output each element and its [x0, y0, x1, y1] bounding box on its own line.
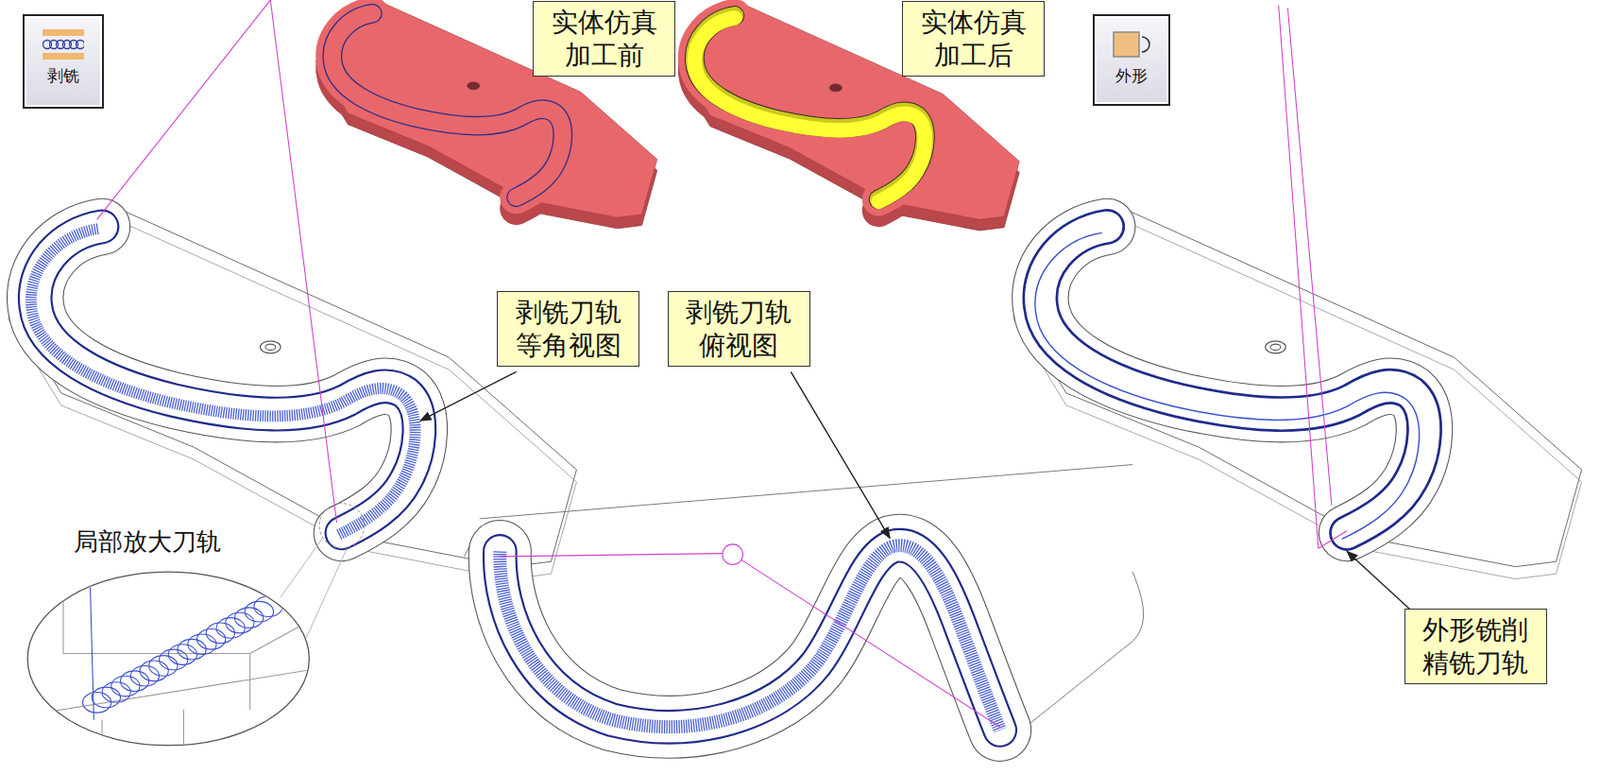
hole — [259, 340, 281, 354]
groove-wall — [499, 544, 1000, 730]
callout-box: 剥铣刀轨 俯视图 — [667, 290, 811, 367]
plate-edge — [499, 544, 1000, 730]
zoom-frame — [27, 571, 309, 746]
zoom-content — [30, 571, 317, 761]
top-view — [464, 464, 1144, 732]
zoom-detail — [27, 571, 317, 761]
callout-box: 实体仿真 加工后 — [902, 0, 1045, 77]
tool-motion-line — [499, 553, 1000, 728]
callout-box: 实体仿真 加工前 — [532, 0, 676, 77]
leaders — [420, 371, 1412, 611]
tool-motion-line — [1278, 4, 1347, 548]
zoom-marker — [319, 503, 365, 549]
plate-edge — [1013, 221, 1583, 579]
hole — [1265, 340, 1287, 354]
leader-arrow — [420, 371, 517, 421]
box-text: 外形铣削 精铣刀轨 — [1414, 612, 1537, 680]
tool-icon: 剥铣 — [22, 14, 104, 108]
icon-image — [42, 29, 85, 60]
hole — [1270, 343, 1281, 350]
callout-box: 外形铣削 精铣刀轨 — [1404, 608, 1548, 684]
tool-icon: 外形 — [1092, 14, 1171, 106]
box-text: 实体仿真 加工后 — [912, 5, 1035, 72]
icon-symbol — [1113, 32, 1150, 57]
box-text: 剥铣刀轨 等角视图 — [507, 295, 630, 362]
hole — [265, 343, 276, 350]
plate-edge — [8, 209, 578, 567]
groove-outline — [332, 13, 563, 197]
hole — [829, 84, 842, 92]
trochoid-toolpath — [31, 228, 416, 535]
finish-toolpath — [1035, 232, 1420, 539]
box-text: 实体仿真 加工前 — [543, 5, 665, 72]
icon-image — [1110, 29, 1153, 60]
box-text: 剥铣 — [24, 65, 103, 87]
icon-symbol — [42, 29, 85, 60]
part-edge — [30, 592, 317, 761]
plate-edge — [464, 464, 1144, 732]
leader-arrow — [790, 371, 890, 538]
view-label: 局部放大刀轨 — [73, 525, 222, 559]
groove-floor — [694, 17, 925, 202]
plate-face — [499, 544, 1000, 730]
pivot-circle — [722, 544, 744, 565]
groove-floor — [332, 13, 563, 197]
tool-motion-line — [97, 0, 338, 523]
leader-arrow — [1346, 550, 1412, 611]
box-text: 剥铣刀轨 俯视图 — [678, 295, 800, 362]
hole — [467, 82, 480, 90]
plate-top — [332, 13, 563, 197]
box-text: 外形 — [1094, 65, 1169, 87]
callout-box: 剥铣刀轨 等角视图 — [496, 290, 640, 367]
groove-floor — [499, 544, 1000, 730]
trochoid-loops — [83, 595, 284, 713]
trochoid-toolpath — [499, 544, 1000, 730]
